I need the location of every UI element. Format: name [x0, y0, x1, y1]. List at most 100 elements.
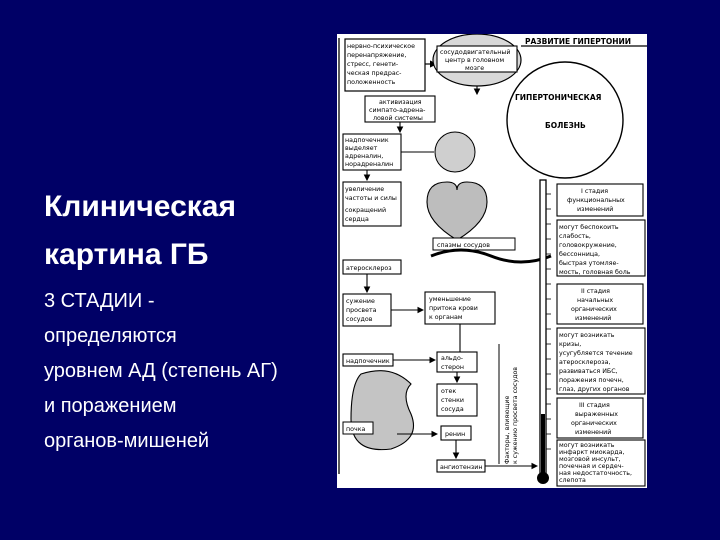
stage-2-text-1: могут возникать: [559, 332, 615, 339]
stage-1-text-3: головокружение,: [559, 242, 617, 249]
edema-text-3: сосуда: [441, 406, 464, 413]
adrenal-box: [342, 133, 402, 171]
stage-2-title-box: [556, 283, 644, 325]
stress-text-4: ческая предрас-: [347, 70, 401, 77]
edema-box: [436, 383, 478, 417]
stage-1-text-4: бессонница,: [559, 250, 600, 258]
stress-text-5: положенность: [347, 79, 396, 86]
stage-2-title-4: изменений: [575, 314, 611, 322]
body-line-4: и поражением: [44, 395, 177, 417]
kidney-box: [342, 421, 374, 435]
symp-text-3: ловой системы: [373, 114, 423, 122]
vertical-text-1: Факторы, влияющие: [504, 395, 511, 464]
thermometer-ticks: [546, 193, 551, 450]
stress-text-3: стресс, генети-: [347, 61, 398, 68]
diagram-header: РАЗВИТИЕ ГИПЕРТОНИИ: [525, 37, 631, 46]
heart-text-2: частоты и силы: [345, 195, 397, 202]
stage-3-title-3: органических: [571, 420, 617, 427]
title-line-2: картина ГБ: [44, 238, 209, 271]
renin-text: ренин: [445, 431, 465, 438]
adrenal-text-1: надпочечник: [345, 137, 389, 144]
athero-box: [342, 259, 402, 275]
stage-1-title-2: функциональных: [567, 197, 625, 204]
narrow-text-3: сосудов: [346, 316, 373, 323]
slide-body: 3 СТАДИИ - определяются уровнем АД (степ…: [44, 284, 344, 459]
thermometer-fill: [541, 414, 545, 476]
stage-3-text-3: мозговой инсульт,: [559, 455, 621, 463]
bloodflow-box: [424, 291, 496, 325]
bloodflow-text-2: притока крови: [429, 305, 478, 312]
hypertension-diagram: нервно-психическое перенапряжение, стрес…: [337, 34, 647, 488]
stage-1-text-box: [556, 219, 646, 277]
adrenal-text-4: норадреналин: [345, 161, 393, 168]
title-line-1: Клиническая: [44, 190, 236, 223]
circle-label-2: БОЛЕЗНЬ: [545, 121, 586, 130]
aldo-text-2: стерон: [441, 364, 464, 371]
center-text-1: сосудодвигательный: [440, 48, 511, 56]
stage-2-text-7: глаз, других органов: [559, 386, 630, 393]
stage-2-text-4: атеросклероза,: [559, 359, 610, 366]
thermometer-bulb: [537, 472, 549, 484]
body-line-3: уровнем АД (степень АГ): [44, 360, 278, 382]
bloodflow-text-3: к органам: [429, 314, 463, 321]
athero-text: атеросклероз: [346, 265, 392, 272]
body-line-2: определяются: [44, 325, 177, 347]
edema-text-1: отек: [441, 388, 456, 395]
stage-2-text-3: усугубляется течение: [559, 349, 633, 357]
stage-3-text-2: инфаркт миокарда,: [559, 449, 625, 456]
stage-3-title-box: [556, 397, 644, 439]
edema-text-2: стенки: [441, 397, 464, 404]
body-line-5: органов-мишеней: [44, 430, 210, 452]
stage-3-text-5: ная недостаточность,: [559, 470, 632, 477]
narrow-text-2: просвета: [346, 307, 377, 314]
stage-3-title-2: выраженных: [575, 411, 618, 418]
stage-3-text-6: слепота: [559, 477, 586, 484]
stage-3-title-1: III стадия: [579, 402, 610, 409]
slide-title: Клиническая картина ГБ: [44, 183, 334, 279]
stage-3-text-1: могут возникать: [559, 442, 615, 449]
stage-1-text-6: мость, головная боль: [559, 268, 631, 276]
stage-2-text-6: поражения почечн,: [559, 377, 624, 384]
stage-1-text-1: могут беспокоить: [559, 223, 619, 231]
stress-text-2: перенапряжение,: [347, 52, 406, 59]
stage-2-text-5: развиваться ИБС,: [559, 368, 618, 375]
stage-3-text-box: [556, 439, 646, 487]
stress-box: [344, 38, 426, 92]
vessel-illustration: [430, 248, 552, 264]
stage-2-title-3: органических: [571, 306, 617, 313]
stage-1-title-1: I стадия: [581, 188, 608, 195]
center-text-2: центр в головном: [445, 57, 504, 64]
diagram-svg: нервно-психическое перенапряжение, стрес…: [338, 34, 647, 487]
body-line-1: 3 СТАДИИ -: [44, 290, 155, 312]
stage-2-title-2: начальных: [577, 297, 613, 304]
vertical-text-2: к сужению просвета сосудов: [512, 367, 519, 464]
heart-text-4: сердца: [345, 216, 369, 223]
adrenal2-text: надпочечник: [346, 358, 390, 365]
stage-2-title-1: II стадия: [581, 288, 610, 295]
heart-text-1: увеличение: [345, 186, 384, 193]
stage-2-text-box: [556, 327, 646, 395]
angio-text: ангиотензин: [440, 464, 482, 471]
center-text-3: мозге: [465, 65, 484, 72]
stage-1-title-3: изменений: [577, 205, 613, 213]
stage-3-title-4: изменений: [575, 428, 611, 436]
heart-illustration: [426, 181, 488, 241]
stage-1-text-5: быстрая утомляе-: [559, 259, 619, 267]
circle-label-1: ГИПЕРТОНИЧЕСКАЯ: [515, 93, 602, 102]
heart-box: [342, 181, 402, 227]
heart-text-3: сокращений: [345, 206, 386, 214]
symp-box: [364, 95, 436, 123]
bloodflow-text-1: уменьшение: [429, 296, 471, 303]
adrenal-text-2: выделяет: [345, 145, 378, 152]
center-box: [436, 45, 518, 73]
aldo-text-1: альдо-: [441, 355, 463, 362]
kidney-illustration: [350, 370, 415, 451]
spasm-text: спазмы сосудов: [437, 242, 490, 249]
stress-text-1: нервно-психическое: [347, 43, 415, 50]
kidney-text: почка: [346, 426, 365, 433]
hypertension-circle: [506, 61, 624, 179]
adrenal-text-3: адреналин,: [345, 153, 383, 160]
symp-text-1: активизация: [379, 99, 422, 106]
stage-3-text-4: почечная и сердеч-: [559, 463, 624, 470]
narrow-text-1: сужение: [346, 298, 375, 305]
